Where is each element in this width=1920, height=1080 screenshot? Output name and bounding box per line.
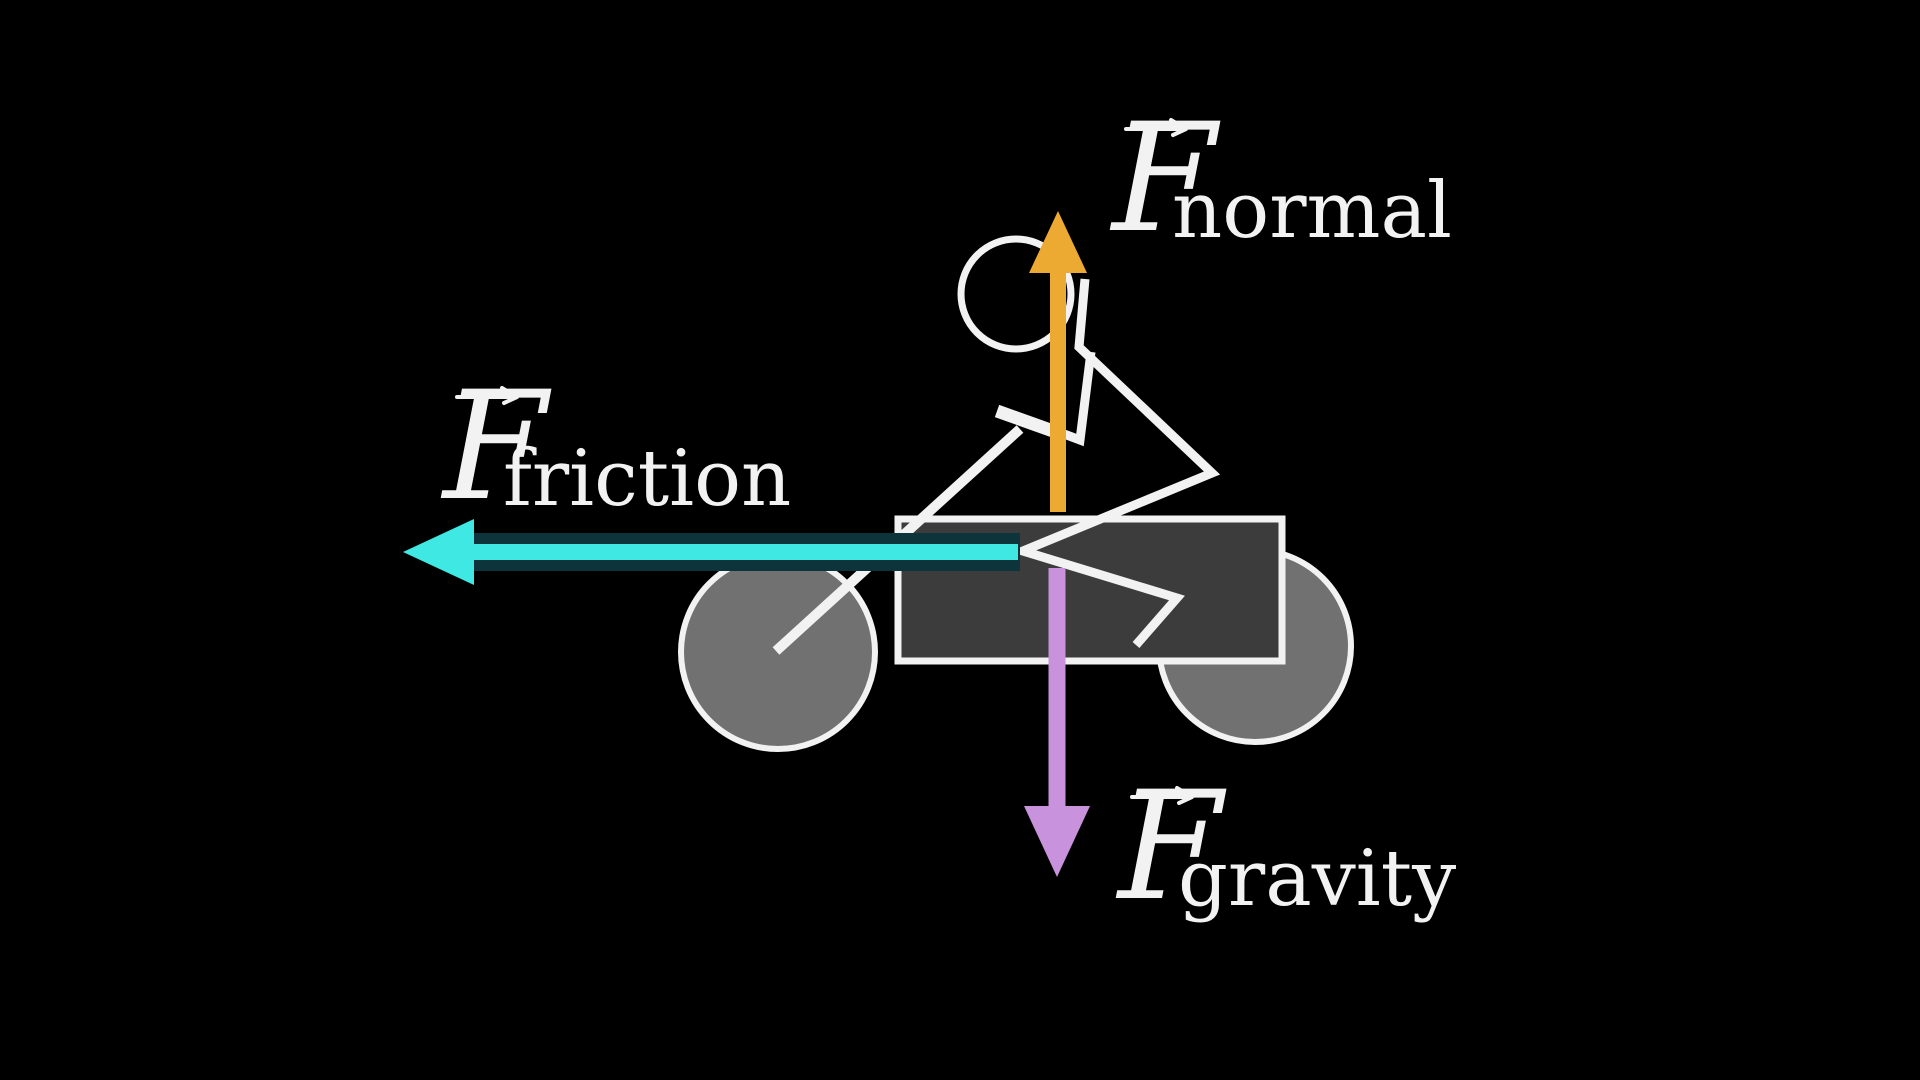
normal-arrow-head xyxy=(1029,211,1087,273)
friction-force-arrow xyxy=(403,519,1020,585)
rider-body-and-leg xyxy=(1009,278,1221,648)
force-symbol: F xyxy=(1112,104,1216,254)
gravity-force-arrow xyxy=(1024,568,1090,877)
handlebar xyxy=(994,404,1056,438)
force-symbol: F xyxy=(443,372,547,522)
vector-overarrow-icon xyxy=(1130,786,1194,805)
gravity-arrow-head xyxy=(1024,806,1090,877)
force-subscript: normal xyxy=(1172,166,1452,256)
force-symbol: F xyxy=(1118,772,1222,922)
normal-force-arrow xyxy=(1029,211,1087,512)
rider-head xyxy=(957,235,1075,353)
force-subscript: gravity xyxy=(1178,834,1457,924)
vector-overarrow-icon xyxy=(1124,118,1188,137)
vector-overarrow-icon xyxy=(455,386,519,405)
friction-arrow-head xyxy=(403,519,474,585)
force-subscript: friction xyxy=(503,434,792,524)
